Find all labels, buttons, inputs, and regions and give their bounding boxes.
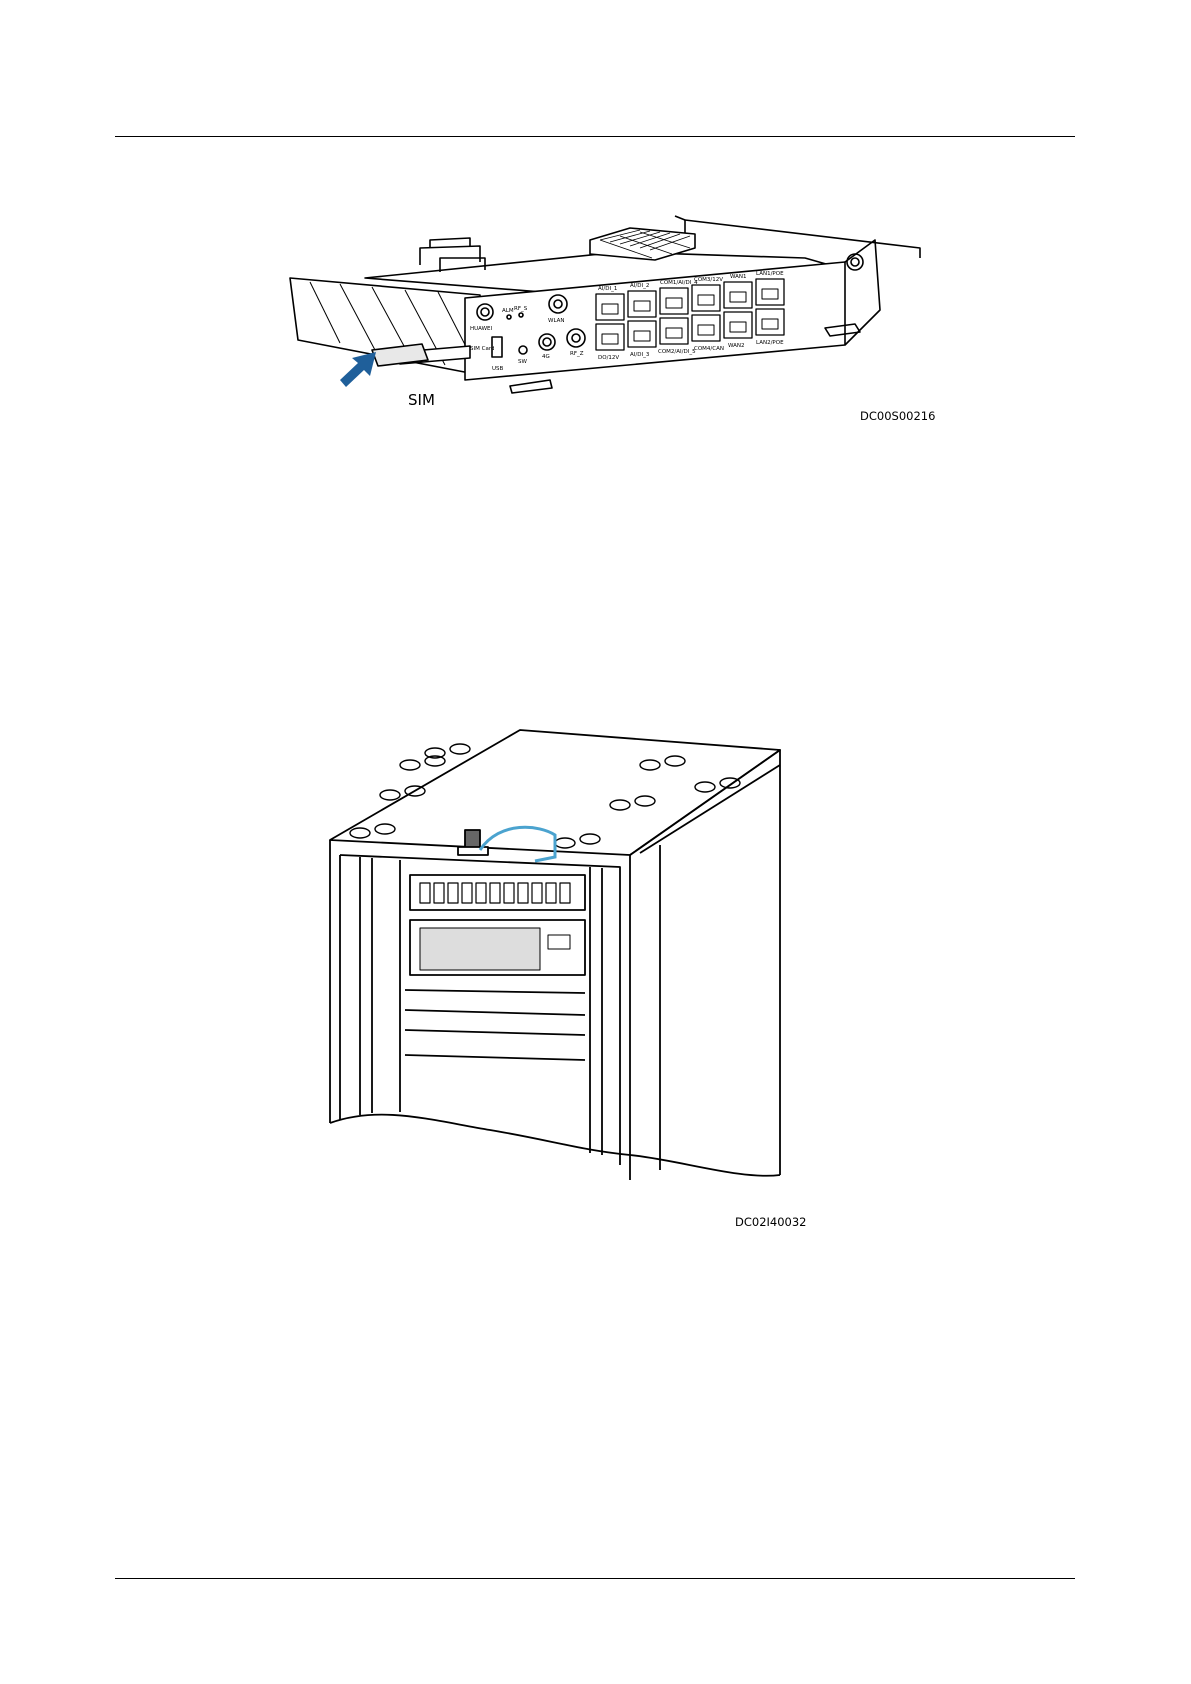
header-rule <box>115 136 1075 137</box>
insert-arrow-icon <box>340 352 376 387</box>
port-label-top-6: LAN1/POE <box>756 271 784 277</box>
usb-label: USB <box>492 366 504 372</box>
sim-card-label: SIM Card <box>470 346 494 352</box>
port-label-bottom-4: COM4/CAN <box>694 346 724 352</box>
sw-label: SW <box>518 359 527 365</box>
lte-label: 4G <box>542 354 550 360</box>
footer-rule <box>115 1578 1075 1579</box>
port-label-bottom-5: WAN2 <box>728 343 745 349</box>
alm-label: ALM <box>502 308 514 314</box>
port-label-top-2: AI/DI_2 <box>630 283 649 289</box>
module-illustration: HUAWEI ALM RF_S WLAN USB SW 4G RF_Z SIM … <box>280 200 930 430</box>
sim-label: SIM <box>408 391 435 409</box>
wlan-label: WLAN <box>548 318 565 324</box>
brand-label: HUAWEI <box>470 326 493 332</box>
rf-z-label: RF_Z <box>570 351 584 357</box>
port-label-bottom-2: AI/DI_3 <box>630 352 650 358</box>
port-label-bottom-6: LAN2/POE <box>756 340 784 346</box>
port-label-top-4: COM3/12V <box>694 277 723 283</box>
figure-cabinet <box>320 725 790 1195</box>
rf-s-label: RF_S <box>514 306 528 312</box>
figure2-code: DC02I40032 <box>735 1215 807 1229</box>
port-label-top-5: WAN1 <box>730 274 747 280</box>
figure-module-sim: HUAWEI ALM RF_S WLAN USB SW 4G RF_Z SIM … <box>280 200 930 430</box>
port-label-top-1: AI/DI_1 <box>598 286 617 292</box>
port-label-top-3: COM1/AI/DI_4 <box>660 280 698 286</box>
port-label-bottom-1: DO/12V <box>598 355 619 361</box>
cabinet-illustration <box>320 725 790 1195</box>
figure1-code: DC00S00216 <box>860 409 935 423</box>
port-label-bottom-3: COM2/AI/DI_5 <box>658 349 696 355</box>
